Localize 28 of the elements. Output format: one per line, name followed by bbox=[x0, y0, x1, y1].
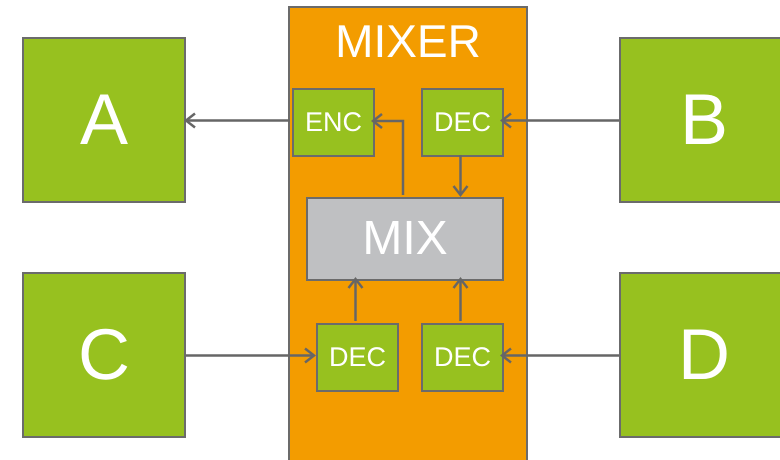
arrow bbox=[372, 112, 404, 195]
node-label: DEC bbox=[434, 109, 491, 136]
endpoint-box bbox=[22, 37, 186, 203]
endpoint-box bbox=[619, 37, 780, 203]
endpoint-box bbox=[619, 272, 780, 438]
arrow bbox=[184, 112, 290, 129]
node-label: A bbox=[80, 84, 128, 156]
node-label: MIXER bbox=[335, 18, 481, 64]
encoder-box bbox=[292, 88, 375, 157]
endpoint-box bbox=[22, 272, 186, 438]
arrow bbox=[452, 155, 469, 196]
node-label: DEC bbox=[328, 344, 386, 371]
decoder-box bbox=[421, 323, 504, 392]
decoder-box bbox=[421, 88, 504, 157]
mixer-panel bbox=[288, 6, 528, 460]
node-label: ENC bbox=[304, 109, 362, 136]
arrow bbox=[452, 278, 469, 321]
node-label: MIX bbox=[362, 215, 448, 263]
arrow bbox=[500, 347, 619, 364]
node-label: DEC bbox=[434, 344, 491, 371]
arrow bbox=[500, 112, 619, 129]
mix-box bbox=[306, 197, 504, 281]
node-label: B bbox=[680, 84, 728, 156]
arrow bbox=[186, 347, 316, 364]
arrow bbox=[347, 278, 364, 321]
node-label: D bbox=[678, 319, 730, 391]
decoder-box bbox=[316, 323, 399, 392]
node-label: C bbox=[78, 319, 130, 391]
